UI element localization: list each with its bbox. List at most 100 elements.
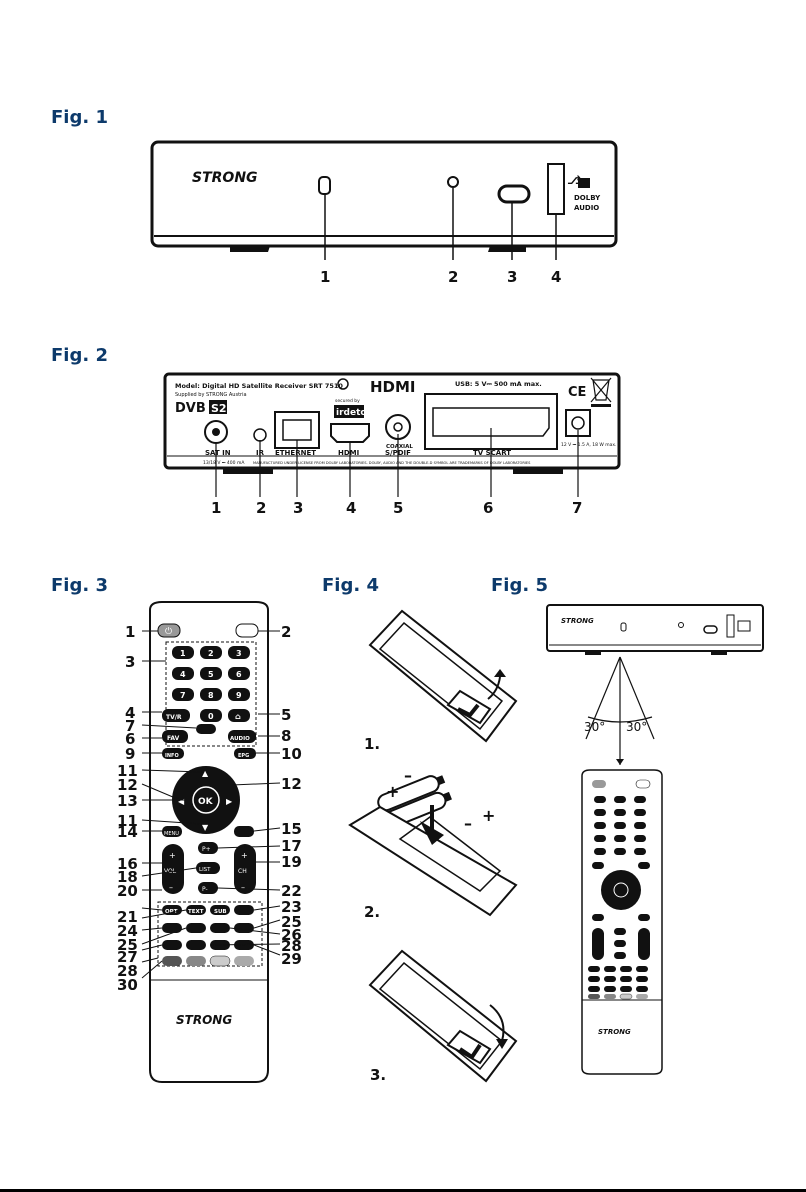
svg-text:⌂: ⌂ <box>235 712 241 721</box>
fig1-led <box>447 176 459 188</box>
fig3-callout-23: 23 <box>281 898 302 916</box>
fig3-callout-30: 30 <box>117 976 138 994</box>
fig1-callout-4: 4 <box>551 268 562 286</box>
fig1-ir-sensor <box>318 176 331 195</box>
svg-text:12 V ⎓ 1.5 A, 18 W max.: 12 V ⎓ 1.5 A, 18 W max. <box>561 442 616 448</box>
svg-text:INFO: INFO <box>165 753 179 759</box>
fig2-callout-7: 7 <box>572 499 583 517</box>
fig2-title: Fig. 2 <box>51 345 108 366</box>
fig2-callout-3: 3 <box>293 499 304 517</box>
fig3-callout-25b: 25 <box>281 913 302 931</box>
svg-text:–: – <box>169 883 173 892</box>
svg-text:▲: ▲ <box>202 769 209 778</box>
svg-text:⏻: ⏻ <box>165 626 172 637</box>
fig4-battery-step1 <box>368 609 518 743</box>
fig3-callout-16: 16 <box>117 855 138 873</box>
fig3-callout-17: 17 <box>281 837 302 855</box>
fig3-callout-3: 3 <box>125 653 136 671</box>
svg-text:P-: P- <box>202 886 208 893</box>
fig3-callout-4: 4 <box>125 704 136 722</box>
fig4-title: Fig. 4 <box>322 575 379 596</box>
svg-text:+: + <box>169 851 176 860</box>
fig5-title: Fig. 5 <box>491 575 548 596</box>
svg-text:DVB: DVB <box>175 401 206 416</box>
fig3-callout-27: 27 <box>117 948 138 966</box>
fig3-callout-28a: 28 <box>117 962 138 980</box>
svg-text:CH: CH <box>238 868 247 875</box>
svg-text:TV/R: TV/R <box>166 714 182 721</box>
fig2-supplied-line: Supplied by STRONG Austria <box>175 392 247 398</box>
fig3-callout-12b: 12 <box>281 775 302 793</box>
fig1-callout-2: 2 <box>448 268 459 286</box>
fig4-step-3: 3. <box>370 1066 387 1084</box>
svg-text:–: – <box>464 814 472 833</box>
svg-text:SUB: SUB <box>214 909 227 915</box>
svg-text:COAXIAL: COAXIAL <box>386 444 413 450</box>
fig3-callout-11a: 11 <box>117 762 138 780</box>
fig1-callout-3: 3 <box>507 268 518 286</box>
svg-text:+: + <box>482 806 495 825</box>
fig3-callout-7: 7 <box>125 717 136 735</box>
fig5-remote-control: STRONG <box>581 769 663 1075</box>
svg-text:9: 9 <box>236 691 242 700</box>
fig2-license-text: MANUFACTURED UNDER LICENSE FROM DOLBY LA… <box>253 461 531 465</box>
svg-text:DOLBY: DOLBY <box>574 194 601 202</box>
svg-text:TEXT: TEXT <box>188 909 204 915</box>
fig3-callout-21: 21 <box>117 908 138 926</box>
fig1-power-button <box>497 184 531 204</box>
svg-text:FAV: FAV <box>167 735 180 742</box>
svg-text:–: – <box>404 766 412 785</box>
svg-text:P+: P+ <box>202 846 211 853</box>
bottom-rule <box>0 1189 806 1192</box>
svg-text:8: 8 <box>208 691 214 700</box>
fig3-brand-logo: STRONG <box>176 1013 232 1027</box>
fig2-usb-spec: USB: 5 V⎓ 500 mA max. <box>455 380 542 388</box>
svg-text:0: 0 <box>208 712 214 721</box>
svg-text:13/18 V ⎓ 400 mA: 13/18 V ⎓ 400 mA <box>203 460 245 466</box>
svg-text:SAT IN: SAT IN <box>205 449 231 457</box>
fig2-callout-5: 5 <box>393 499 404 517</box>
svg-text:+: + <box>241 851 248 860</box>
fig3-title: Fig. 3 <box>51 575 108 596</box>
fig3-callout-8: 8 <box>281 727 292 745</box>
svg-text:+: + <box>386 782 399 801</box>
fig1-brand-logo: STRONG <box>192 170 258 186</box>
svg-text:4: 4 <box>180 670 186 679</box>
fig5-angle-left: 30° <box>584 720 605 734</box>
fig3-callout-25a: 25 <box>117 936 138 954</box>
fig3-callout-9: 9 <box>125 745 136 763</box>
fig2-model-line: Model: Digital HD Satellite Receiver SRT… <box>175 382 343 390</box>
fig3-callout-28b: 28 <box>281 937 302 955</box>
svg-text:7: 7 <box>180 691 186 700</box>
fig3-callout-5: 5 <box>281 706 292 724</box>
svg-text:AUDIO: AUDIO <box>230 736 250 742</box>
fig1-title: Fig. 1 <box>51 107 108 128</box>
fig4-step-1: 1. <box>364 735 381 753</box>
svg-text:OPT: OPT <box>165 909 178 915</box>
svg-text:2: 2 <box>208 649 214 658</box>
fig3-callout-26: 26 <box>281 926 302 944</box>
svg-text:▶: ▶ <box>226 797 233 806</box>
svg-text:STRONG: STRONG <box>598 1028 631 1036</box>
svg-text:5: 5 <box>208 670 214 679</box>
fig3-callout-15: 15 <box>281 820 302 838</box>
fig3-remote-control: ⏻ 1 2 3 4 5 6 7 8 9 0 TV/R ⌂ FAV AUDIO I… <box>141 601 281 1083</box>
fig3-callout-10: 10 <box>281 745 302 763</box>
svg-text:secured by: secured by <box>335 398 360 404</box>
fig5-angle-right: 30° <box>626 720 647 734</box>
fig3-callout-24: 24 <box>117 922 138 940</box>
fig3-callout-19: 19 <box>281 853 302 871</box>
fig4-step-2: 2. <box>364 903 381 921</box>
fig2-receiver-rear: Model: Digital HD Satellite Receiver SRT… <box>163 372 621 497</box>
svg-text:⎇: ⎇ <box>567 173 581 187</box>
svg-text:3: 3 <box>236 649 242 658</box>
svg-text:6: 6 <box>236 670 242 679</box>
svg-text:ETHERNET: ETHERNET <box>275 449 316 457</box>
fig2-callout-1: 1 <box>211 499 222 517</box>
fig1-receiver-front: STRONG ⎇ DOLBY AUDIO <box>150 140 618 260</box>
fig3-callout-12a: 12 <box>117 776 138 794</box>
svg-text:▼: ▼ <box>202 823 209 832</box>
svg-text:◀: ◀ <box>178 797 185 806</box>
fig3-callout-11b: 11 <box>117 812 138 830</box>
fig2-hdmi-logo: HDMI <box>370 378 416 396</box>
